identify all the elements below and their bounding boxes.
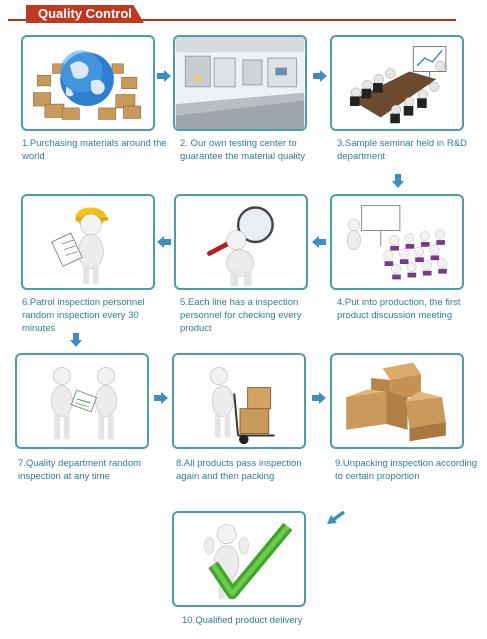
step-5-caption: 5.Each line has a inspection personnel f… [180, 297, 302, 334]
step-6-image [21, 194, 155, 290]
arrow-right-icon [312, 392, 326, 404]
arrow-down-icon [392, 174, 404, 188]
arrow-down-icon [70, 333, 82, 347]
arrow-diagonal-icon [327, 511, 345, 524]
page-title: Quality Control [38, 6, 132, 21]
step-4-image [330, 194, 464, 290]
step-1-image [21, 35, 155, 131]
step-5-image [174, 194, 308, 290]
arrow-right-icon [154, 392, 168, 404]
step-8-image [172, 353, 306, 449]
step-3-image [330, 35, 464, 131]
step-3-caption: 3.Sample seminar held in R&D department [337, 138, 467, 162]
step-9-caption: 9.Unpacking inspection according to cert… [335, 458, 478, 482]
step-10-image [172, 511, 306, 607]
step-7-image [15, 353, 149, 449]
step-4-caption: 4.Put into production, the first product… [337, 297, 461, 321]
header-tab [26, 5, 144, 23]
step-2-caption: 2. Our own testing center to guarantee t… [180, 138, 306, 162]
step-7-caption: 7.Quality department random inspection a… [18, 458, 142, 482]
step-10-caption: 10.Qualified product delivery [182, 615, 303, 626]
step-2-image [173, 35, 307, 131]
step-9-image [330, 353, 464, 449]
step-1-caption: 1.Purchasing materials around the world [22, 138, 167, 162]
arrow-left-icon [312, 236, 326, 248]
header-divider [8, 19, 456, 21]
arrow-right-icon [313, 70, 327, 82]
step-8-caption: 8.All products pass inspection again and… [176, 458, 302, 482]
step-6-caption: 6.Patrol inspection personnel random ins… [22, 297, 145, 334]
arrow-right-icon [157, 70, 171, 82]
arrow-left-icon [157, 236, 171, 248]
